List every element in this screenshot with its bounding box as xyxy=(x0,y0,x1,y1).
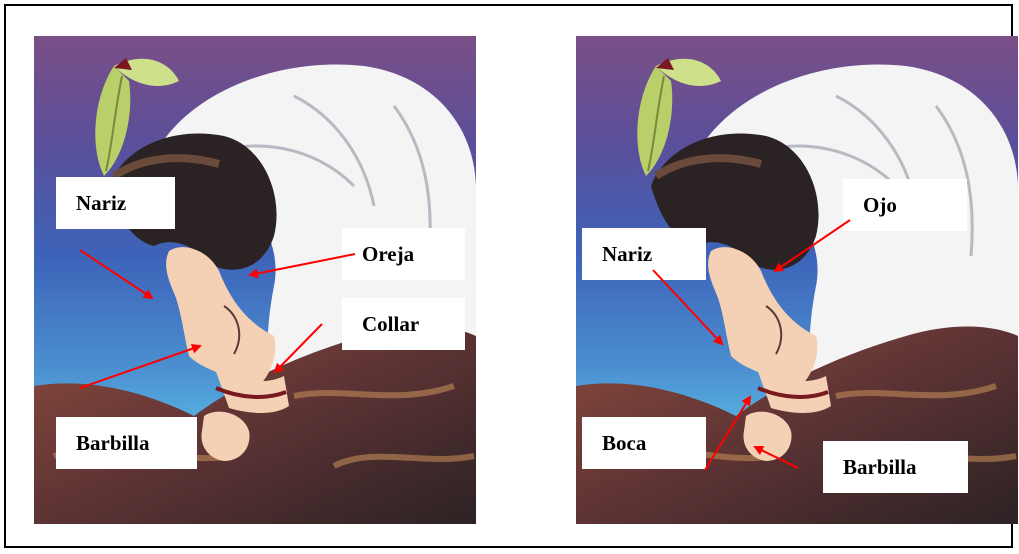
label-ojo: Ojo xyxy=(843,179,967,231)
label-nariz-right: Nariz xyxy=(582,228,706,280)
label-boca: Boca xyxy=(582,417,706,469)
label-collar: Collar xyxy=(342,298,465,350)
label-oreja: Oreja xyxy=(342,228,465,280)
label-nariz-left: Nariz xyxy=(56,177,175,229)
label-barbilla-left: Barbilla xyxy=(56,417,197,469)
label-barbilla-right: Barbilla xyxy=(823,441,968,493)
